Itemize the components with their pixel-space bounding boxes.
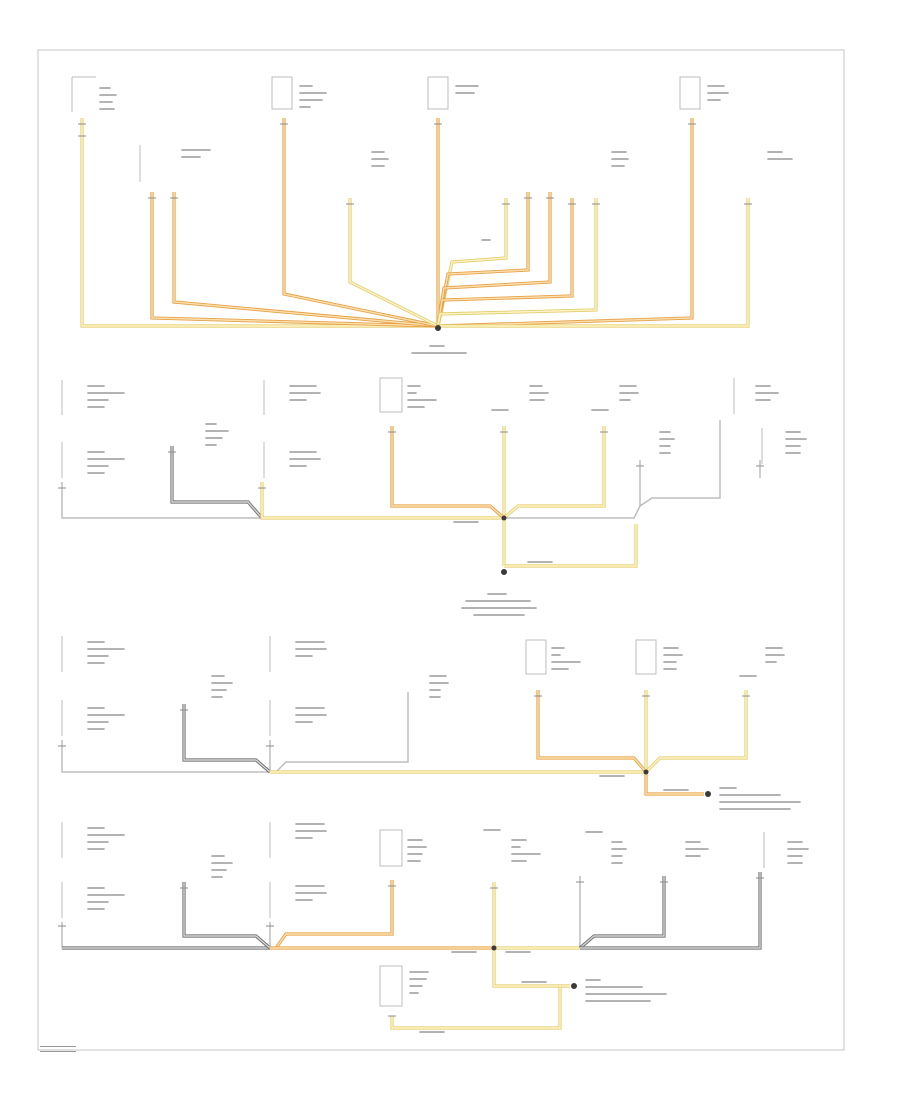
splice-node [643, 769, 649, 775]
wire-bundle [61, 872, 762, 1030]
connector-pins [78, 123, 752, 205]
footer-code-mark [40, 1046, 76, 1052]
wire-bundle [61, 690, 748, 796]
ground-label [719, 787, 801, 810]
connector-pins [58, 695, 750, 747]
component-box [379, 965, 429, 1017]
component-labels [61, 822, 809, 918]
connector-pins [58, 431, 764, 489]
section-1 [71, 76, 793, 354]
wire-bundle [61, 420, 761, 568]
ground-node [501, 569, 507, 575]
ground-label [461, 593, 537, 616]
section-2 [58, 377, 807, 616]
ground-label [585, 979, 667, 1002]
connector-pins [58, 877, 764, 927]
splice-node [501, 515, 507, 521]
splice-node [491, 945, 497, 951]
component-box [271, 76, 327, 110]
diagram-frame [37, 49, 845, 1051]
section-3 [58, 636, 801, 810]
component-label [611, 151, 629, 167]
component-label [139, 145, 211, 182]
component-labels [61, 377, 807, 478]
section-4 [58, 822, 809, 1033]
splice-node [435, 325, 441, 331]
ground-node [705, 791, 711, 797]
component-label [371, 151, 389, 167]
component-label [767, 151, 793, 160]
wire-bundle [80, 118, 750, 328]
component-labels [61, 636, 785, 736]
splice-label [411, 345, 467, 354]
component-box [71, 76, 117, 112]
component-box [679, 76, 729, 110]
component-box [427, 76, 479, 110]
ground-node [571, 983, 577, 989]
